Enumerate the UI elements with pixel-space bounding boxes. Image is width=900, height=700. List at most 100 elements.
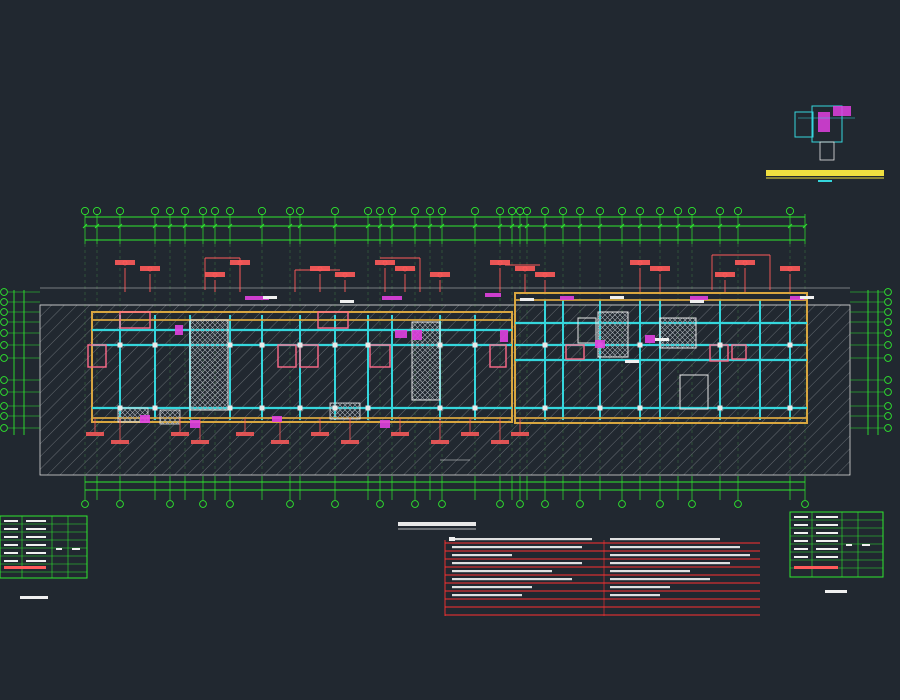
axis-bubble-top [655,206,665,216]
axis-bubble-left [0,298,40,306]
top-dimension-lines [82,214,808,244]
axis-bubble-right [850,318,892,326]
axis-bubble-top [210,206,220,216]
axis-bubble-bottom [199,500,207,508]
axis-bubble-right [850,308,892,316]
axis-bubble-right [850,354,892,362]
axis-bubble-top [92,206,102,216]
axis-bubble-bottom [438,500,446,508]
axis-bubble-right [850,329,892,337]
axis-bubble-top [410,206,420,216]
axis-bubble-top [198,206,208,216]
axis-bubble-top [387,206,397,216]
axis-bubble-left [0,318,40,326]
structural-columns [117,342,793,411]
legend-table-left [0,515,88,599]
axis-bubble-right [850,412,892,420]
axis-bubble-left [0,388,40,396]
axis-bubble-top [522,206,532,216]
axis-bubble-top [80,206,90,216]
axis-bubble-top [495,206,505,216]
axis-bubble-left [0,424,40,432]
axis-bubble-bottom [618,500,626,508]
axis-bubble-left [0,354,40,362]
right-axis-bubbles [850,288,892,432]
stair-core-left [189,319,229,411]
bottom-dimension-lines [84,476,806,500]
stair-core-right [597,311,629,358]
axis-bubble-bottom [688,500,696,508]
elevator-core [659,317,697,349]
axis-bubble-left [0,288,40,296]
axis-bubble-top [425,206,435,216]
axis-bubble-top [150,206,160,216]
axis-bubble-top [257,206,267,216]
axis-bubble-top [165,206,175,216]
axis-bubble-bottom [496,500,504,508]
axis-bubble-top [540,206,550,216]
axis-bubble-bottom [331,500,339,508]
axis-bubble-bottom [516,500,524,508]
axis-bubble-right [850,341,892,349]
legend-table-right [789,511,884,593]
right-block-outline [514,292,808,424]
axis-bubble-left [0,308,40,316]
bottom-axis-bubbles [81,500,809,508]
key-plan-thumbnail [766,105,884,182]
axis-bubble-left [0,412,40,420]
axis-bubble-top [558,206,568,216]
axis-bubble-bottom [226,500,234,508]
axis-bubble-top [330,206,340,216]
top-axis-bubbles [80,206,795,216]
axis-bubble-top [575,206,585,216]
axis-bubble-left [0,329,40,337]
axis-bubble-bottom [376,500,384,508]
axis-bubble-bottom [801,500,809,508]
design-notes-block [444,537,760,616]
axis-bubble-top [673,206,683,216]
axis-bubble-top [437,206,447,216]
axis-bubble-top [225,206,235,216]
axis-bubble-top [115,206,125,216]
axis-bubble-right [850,288,892,296]
axis-bubble-top [180,206,190,216]
axis-bubble-top [687,206,697,216]
axis-bubble-right [850,388,892,396]
axis-bubble-bottom [411,500,419,508]
axis-bubble-bottom [166,500,174,508]
axis-bubble-bottom [116,500,124,508]
axis-bubble-top [733,206,743,216]
axis-bubble-bottom [541,500,549,508]
axis-bubble-top [595,206,605,216]
axis-bubble-top [470,206,480,216]
axis-bubble-left [0,402,40,410]
axis-bubble-top [515,206,525,216]
axis-bubble-top [285,206,295,216]
pipe-routing [86,254,800,461]
axis-bubble-left [0,376,40,384]
left-axis-bubbles [0,288,879,435]
axis-bubble-right [850,402,892,410]
axis-bubble-bottom [286,500,294,508]
axis-bubble-top [785,206,795,216]
axis-bubble-top [363,206,373,216]
axis-bubble-top [375,206,385,216]
axis-bubble-top [635,206,645,216]
building-plan[interactable] [86,254,814,461]
balcony-hatch-2 [329,402,361,420]
axis-bubble-top [715,206,725,216]
axis-bubble-right [850,376,892,384]
balcony-hatch-3 [159,409,181,425]
axis-bubble-top [295,206,305,216]
axis-bubble-bottom [734,500,742,508]
plan-title [398,522,476,530]
axis-bubble-top [617,206,627,216]
axis-bubble-right [850,424,892,432]
axis-bubble-top [507,206,517,216]
equipment-marks [140,293,814,428]
axis-bubble-left [0,341,40,349]
axis-bubble-bottom [81,500,89,508]
axis-bubble-right [850,298,892,306]
axis-bubble-bottom [656,500,664,508]
